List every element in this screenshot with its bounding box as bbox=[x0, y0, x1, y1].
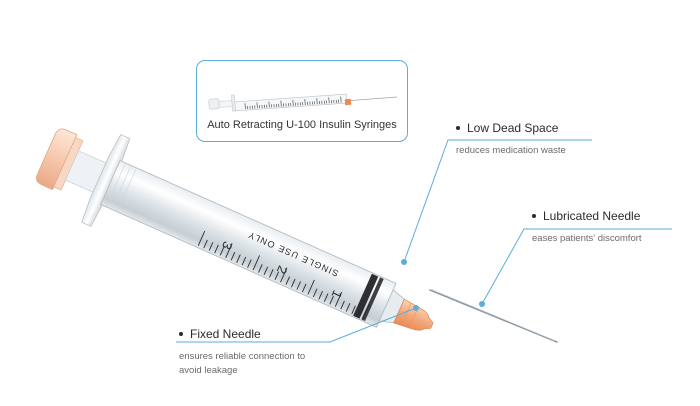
graduation-tick bbox=[219, 247, 225, 256]
graduation-tick bbox=[258, 264, 263, 273]
needle-hub bbox=[393, 298, 434, 331]
graduation-tick bbox=[269, 269, 274, 278]
graduation-tick bbox=[214, 244, 219, 254]
bullet-icon bbox=[179, 331, 183, 336]
callout-title-text: Fixed Needle bbox=[190, 327, 261, 341]
dot-low-dead-space bbox=[401, 259, 407, 265]
graduation-tick bbox=[312, 288, 318, 298]
plunger-cap bbox=[36, 128, 78, 191]
small-syringe-icon bbox=[208, 93, 398, 112]
rubber-stopper bbox=[353, 273, 379, 319]
graduation-tick bbox=[291, 278, 296, 288]
graduation-tick bbox=[356, 308, 362, 317]
graduation-tick bbox=[203, 239, 208, 249]
callout-description: eases patients' discomfort bbox=[532, 233, 642, 244]
graduation-tick bbox=[301, 283, 307, 293]
leader-lines bbox=[176, 139, 672, 343]
graduation-tick bbox=[323, 293, 329, 303]
graduation-tick bbox=[362, 304, 370, 320]
graduation-tick bbox=[329, 295, 334, 305]
barrel-flange bbox=[81, 134, 131, 227]
graduation-tick bbox=[274, 271, 280, 281]
callout-description: reduces medication waste bbox=[456, 145, 566, 156]
graduation-tick bbox=[230, 251, 236, 261]
callout-low-dead-space: Low Dead Space reduces medication waste bbox=[456, 121, 606, 158]
graduation-tick bbox=[208, 242, 214, 251]
leader-dots bbox=[401, 259, 485, 311]
graduation-marks bbox=[197, 230, 370, 320]
graduation-tick bbox=[252, 255, 260, 271]
leader-fixed-needle bbox=[176, 307, 417, 343]
graduation-tick bbox=[225, 243, 233, 259]
dot-lubricated-needle bbox=[479, 301, 485, 307]
callout-fixed-needle: Fixed Needle ensures reliable connection… bbox=[179, 327, 349, 378]
callout-description: ensures reliable connection to avoid lea… bbox=[179, 351, 306, 376]
graduation-tick bbox=[241, 256, 247, 266]
callout-title: Fixed Needle bbox=[179, 327, 349, 341]
dot-fixed-needle bbox=[413, 305, 419, 311]
graduation-tick bbox=[307, 279, 315, 295]
callout-title: Low Dead Space bbox=[456, 121, 606, 135]
bullet-icon bbox=[532, 213, 536, 218]
graduation-tick bbox=[285, 276, 291, 285]
leader-lubricated-needle bbox=[481, 228, 672, 305]
graduation-tick bbox=[345, 303, 351, 312]
needle-highlight bbox=[431, 289, 556, 341]
inset-product-box: Auto Retracting U-100 Insulin Syringes bbox=[196, 60, 408, 142]
needle bbox=[429, 289, 558, 343]
bullet-icon bbox=[456, 125, 460, 130]
barrel bbox=[99, 159, 397, 328]
leader-low-dead-space bbox=[403, 139, 592, 263]
syringe-body: 3 2 1 SINGLE USE ONLY bbox=[36, 128, 434, 331]
callout-title-text: Low Dead Space bbox=[467, 121, 559, 135]
inset-caption: Auto Retracting U-100 Insulin Syringes bbox=[207, 119, 397, 131]
barrel-ridges bbox=[105, 162, 137, 212]
graduation-tick bbox=[318, 290, 323, 300]
graduation-tick bbox=[280, 267, 288, 283]
graduation-tick bbox=[334, 291, 343, 307]
graduation-tick bbox=[296, 281, 301, 290]
graduation-tick bbox=[340, 300, 345, 310]
graduation-tick bbox=[247, 259, 252, 268]
callout-lubricated-needle: Lubricated Needle eases patients' discom… bbox=[532, 209, 682, 246]
graduation-tick bbox=[236, 254, 241, 263]
callout-title: Lubricated Needle bbox=[532, 209, 682, 223]
callout-title-text: Lubricated Needle bbox=[543, 209, 641, 223]
graduation-tick bbox=[263, 266, 269, 276]
graduation-tick bbox=[197, 230, 206, 246]
graduation-tick bbox=[351, 305, 356, 315]
